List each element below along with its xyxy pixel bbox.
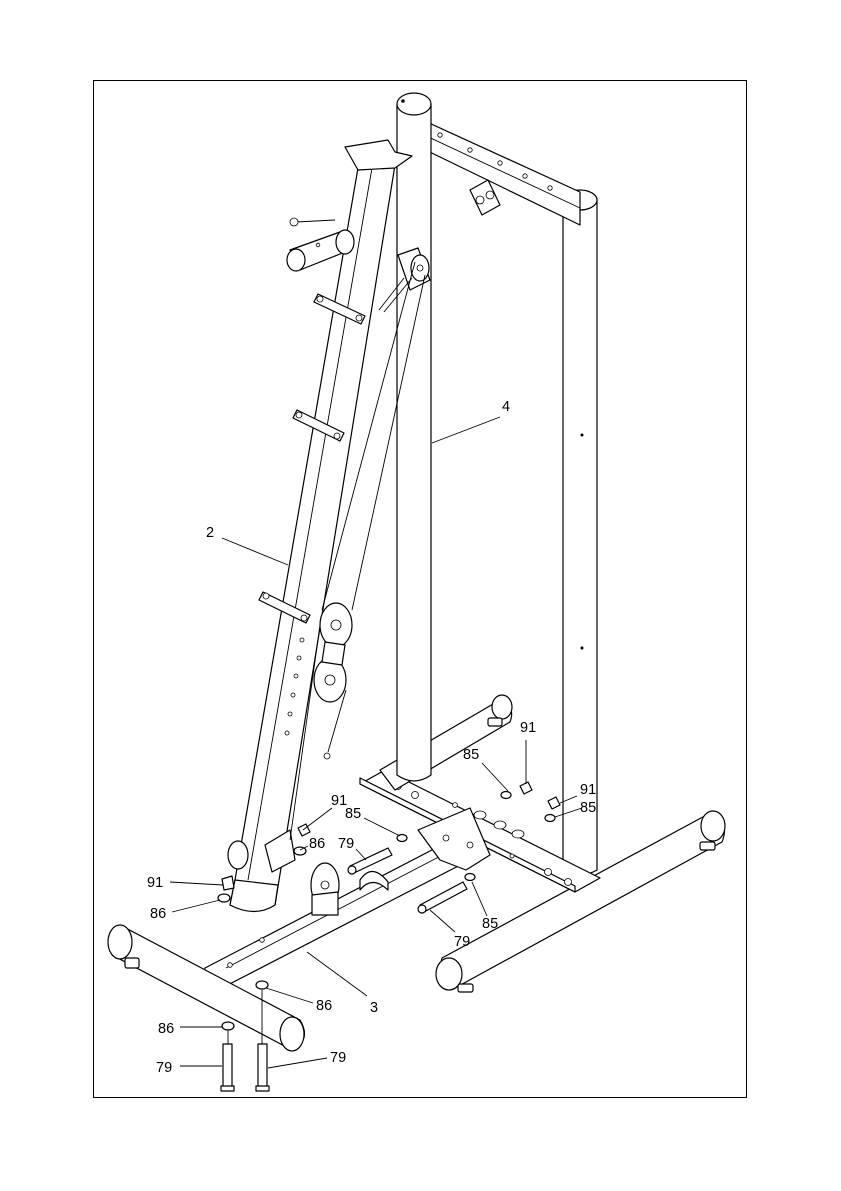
label-part-86-b: 86 xyxy=(150,906,166,922)
front-upright-tube xyxy=(397,93,431,781)
label-part-91-d: 91 xyxy=(147,875,163,891)
label-part-4: 4 xyxy=(502,399,510,415)
label-part-91-a: 91 xyxy=(520,720,536,736)
label-part-2: 2 xyxy=(206,525,214,541)
label-part-85-a: 85 xyxy=(463,747,479,763)
label-part-79-c: 79 xyxy=(156,1060,172,1076)
label-part-85-d: 85 xyxy=(482,916,498,932)
label-part-79-a: 79 xyxy=(338,836,354,852)
label-part-86-a: 86 xyxy=(309,836,325,852)
label-part-85-b: 85 xyxy=(580,800,596,816)
label-part-79-d: 79 xyxy=(330,1050,346,1066)
right-upright-tube xyxy=(563,190,597,875)
label-part-86-c: 86 xyxy=(316,998,332,1014)
label-part-79-b: 79 xyxy=(454,934,470,950)
label-part-91-b: 91 xyxy=(580,782,596,798)
label-part-3: 3 xyxy=(370,1000,378,1016)
label-part-86-d: 86 xyxy=(158,1021,174,1037)
label-part-85-c: 85 xyxy=(345,806,361,822)
